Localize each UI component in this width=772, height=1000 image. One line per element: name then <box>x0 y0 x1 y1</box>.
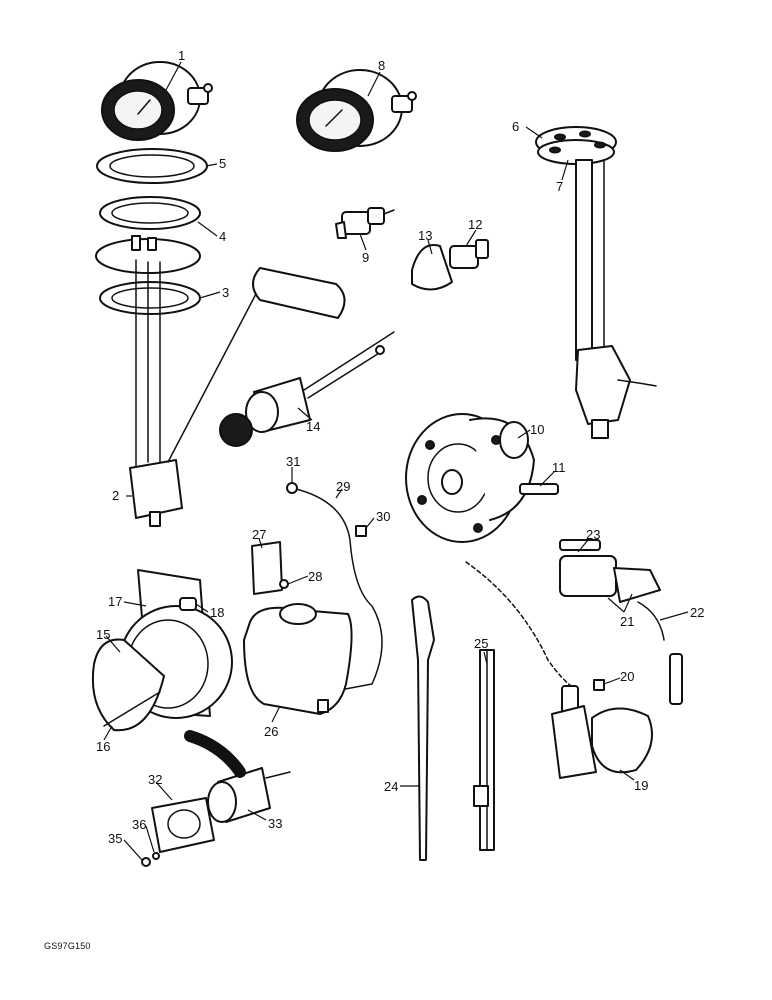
bracket <box>251 541 289 595</box>
callout-16: 16 <box>96 739 110 754</box>
callout-35: 35 <box>108 831 122 846</box>
callout-36: 36 <box>132 817 146 832</box>
callout-9: 9 <box>362 250 369 265</box>
callout-33: 33 <box>268 816 282 831</box>
wiper-blade <box>473 649 495 851</box>
callout-14: 14 <box>306 419 320 434</box>
callout-10: 10 <box>530 422 544 437</box>
callout-25: 25 <box>474 636 488 651</box>
washer-reservoir <box>243 603 353 715</box>
callout-5: 5 <box>219 156 226 171</box>
fuel-sender-gaskets <box>95 148 208 315</box>
callout-1: 1 <box>178 48 185 63</box>
callout-3: 3 <box>222 285 229 300</box>
wiper-arm <box>411 595 435 861</box>
callout-13: 13 <box>418 228 432 243</box>
callout-labels: 1 2 3 4 5 6 7 8 9 10 11 12 13 14 15 16 1… <box>96 48 704 846</box>
callout-2: 2 <box>112 488 119 503</box>
callout-26: 26 <box>264 724 278 739</box>
callout-32: 32 <box>148 772 162 787</box>
tank-flange-tube <box>535 126 657 439</box>
callout-31: 31 <box>286 454 300 469</box>
callout-23: 23 <box>586 527 600 542</box>
washer-tube <box>286 482 383 691</box>
callout-21: 21 <box>620 614 634 629</box>
callout-4: 4 <box>219 229 226 244</box>
callout-27: 27 <box>252 527 266 542</box>
callout-22: 22 <box>690 605 704 620</box>
sensor-switches <box>335 207 489 291</box>
callout-19: 19 <box>634 778 648 793</box>
callout-28: 28 <box>308 569 322 584</box>
washer-pump <box>465 539 683 779</box>
callout-30: 30 <box>376 509 390 524</box>
fuel-gauge <box>101 61 213 141</box>
fuel-connector <box>219 331 395 447</box>
callout-15: 15 <box>96 627 110 642</box>
leader-lines <box>103 61 689 861</box>
callout-7: 7 <box>556 179 563 194</box>
motor-cap-assembly <box>141 730 291 867</box>
horn <box>405 413 559 543</box>
callout-12: 12 <box>468 217 482 232</box>
callout-17: 17 <box>108 594 122 609</box>
callout-20: 20 <box>620 669 634 684</box>
fuel-tank-sender <box>129 259 346 527</box>
wiper-motor <box>91 569 233 732</box>
figure-reference-code: GS97G150 <box>44 941 91 951</box>
callout-6: 6 <box>512 119 519 134</box>
callout-24: 24 <box>384 779 398 794</box>
callout-18: 18 <box>210 605 224 620</box>
temperature-gauge <box>296 69 417 152</box>
callout-8: 8 <box>378 58 385 73</box>
callout-11: 11 <box>552 460 566 475</box>
callout-29: 29 <box>336 479 350 494</box>
